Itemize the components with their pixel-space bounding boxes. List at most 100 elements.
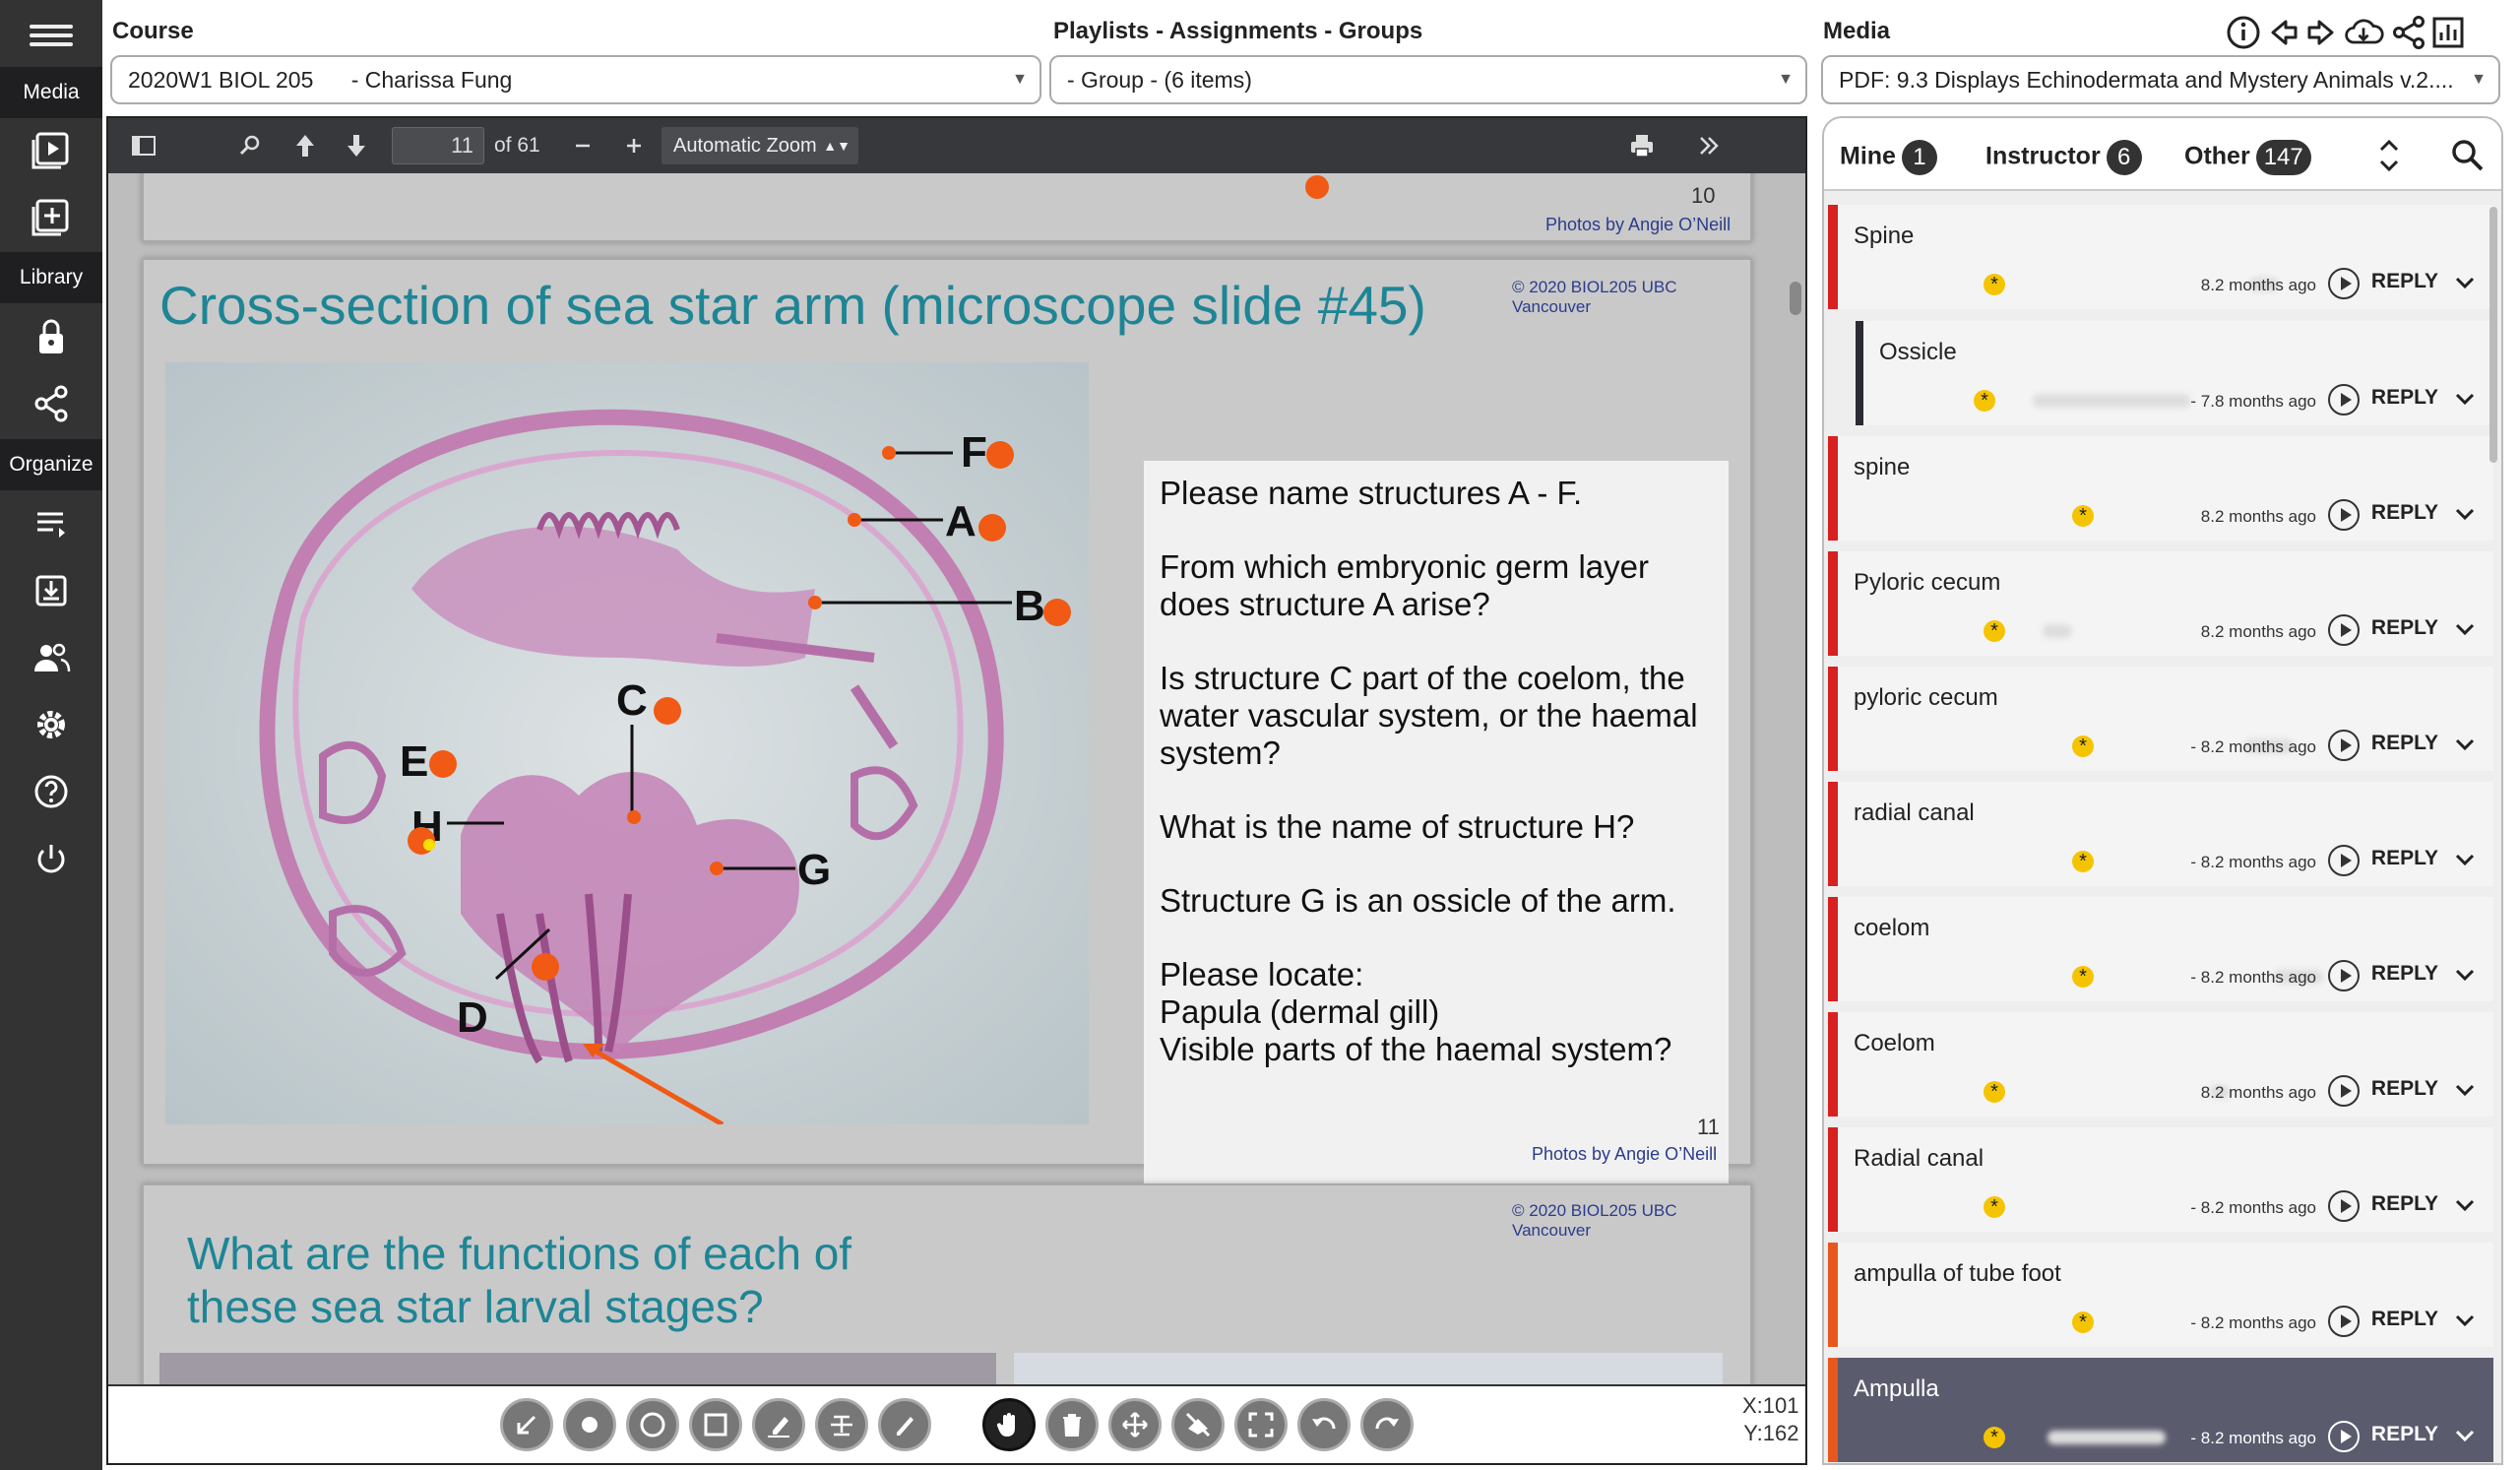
list-icon[interactable] [30, 502, 73, 545]
next-page-icon[interactable] [341, 130, 372, 161]
arrow-tool-icon[interactable] [500, 1398, 553, 1451]
comment-scrollbar[interactable] [2489, 207, 2497, 463]
play-comment-icon[interactable] [2328, 845, 2360, 876]
reply-button[interactable]: REPLY [2370, 1077, 2438, 1100]
media-play-icon[interactable] [30, 128, 73, 171]
previous-page-icon[interactable] [289, 130, 321, 161]
arrow-left-icon[interactable] [2262, 12, 2303, 53]
redo-icon[interactable] [1360, 1398, 1414, 1451]
chevron-down-icon[interactable] [2454, 1194, 2476, 1216]
arrow-right-icon[interactable] [2301, 12, 2343, 53]
zoom-in-icon[interactable] [618, 130, 650, 161]
play-comment-icon[interactable] [2328, 268, 2360, 299]
group-select[interactable]: - Group - (6 items)▼ [1049, 55, 1807, 104]
circle-tool-icon[interactable] [626, 1398, 679, 1451]
chevron-down-icon[interactable] [2454, 503, 2476, 525]
search-icon[interactable] [234, 130, 266, 161]
sidebar-toggle-icon[interactable] [128, 130, 159, 161]
reply-button[interactable]: REPLY [2370, 847, 2438, 869]
page-number-input[interactable]: 11 [392, 127, 484, 164]
play-comment-icon[interactable] [2328, 1075, 2360, 1107]
zoom-select[interactable]: Automatic Zoom▲▼ [662, 127, 858, 164]
hide-annotations-icon[interactable] [1171, 1398, 1225, 1451]
share-icon[interactable] [30, 382, 73, 425]
chevron-down-icon[interactable] [2454, 1079, 2476, 1101]
play-comment-icon[interactable] [2328, 384, 2360, 415]
chevron-down-icon[interactable] [2454, 388, 2476, 410]
reply-button[interactable]: REPLY [2370, 616, 2438, 639]
analytics-icon[interactable] [2427, 12, 2469, 53]
search-icon[interactable] [2450, 138, 2486, 173]
play-comment-icon[interactable] [2328, 614, 2360, 646]
power-icon[interactable] [30, 837, 73, 880]
strikethrough-tool-icon[interactable] [815, 1398, 868, 1451]
blurred-author [2048, 1431, 2166, 1444]
print-icon[interactable] [1626, 130, 1658, 161]
reply-button[interactable]: REPLY [2370, 732, 2438, 754]
play-comment-icon[interactable] [2328, 499, 2360, 531]
scrollbar[interactable] [1790, 282, 1801, 315]
info-icon[interactable] [2223, 12, 2264, 53]
hand-tool-icon[interactable] [982, 1398, 1036, 1451]
chevron-down-icon[interactable] [2454, 964, 2476, 986]
chevron-down-icon[interactable] [2454, 272, 2476, 293]
chevron-down-icon[interactable] [2454, 1310, 2476, 1331]
reply-button[interactable]: REPLY [2370, 270, 2438, 292]
chevron-down-icon[interactable] [2454, 734, 2476, 755]
chevron-down-icon[interactable] [2454, 849, 2476, 870]
zoom-out-icon[interactable] [567, 130, 598, 161]
reply-button[interactable]: REPLY [2370, 501, 2438, 524]
play-comment-icon[interactable] [2328, 1421, 2360, 1452]
play-comment-icon[interactable] [2328, 960, 2360, 991]
help-icon[interactable] [30, 770, 73, 813]
undo-icon[interactable] [1297, 1398, 1351, 1451]
download-icon[interactable] [30, 569, 73, 612]
annotation-marker[interactable] [1305, 175, 1329, 199]
chevron-down-icon[interactable] [2454, 1425, 2476, 1446]
users-icon[interactable] [30, 636, 73, 679]
menu-icon[interactable] [30, 20, 73, 53]
lock-icon[interactable] [30, 315, 73, 358]
move-icon[interactable] [1108, 1398, 1162, 1451]
cursor-coordinates: X:101 Y:162 [1742, 1392, 1799, 1447]
more-tools-icon[interactable] [1693, 130, 1725, 161]
play-comment-icon[interactable] [2328, 1190, 2360, 1222]
pdf-toolbar: 11 of 61 Automatic Zoom▲▼ [108, 118, 1805, 173]
sort-toggle-icon[interactable] [2375, 136, 2403, 175]
share-icon[interactable] [2388, 12, 2429, 53]
course-select[interactable]: 2020W1 BIOL 205 - Charissa Fung▼ [110, 55, 1041, 104]
media-select[interactable]: PDF: 9.3 Displays Echinodermata and Myst… [1821, 55, 2500, 104]
rectangle-tool-icon[interactable] [689, 1398, 742, 1451]
play-comment-icon[interactable] [2328, 730, 2360, 761]
play-comment-icon[interactable] [2328, 1306, 2360, 1337]
reply-button[interactable]: REPLY [2370, 386, 2438, 409]
chevron-down-icon[interactable] [2454, 618, 2476, 640]
fullscreen-icon[interactable] [1234, 1398, 1288, 1451]
cloud-download-icon[interactable] [2343, 12, 2388, 53]
delete-icon[interactable] [1045, 1398, 1099, 1451]
reply-button[interactable]: REPLY [2370, 1192, 2438, 1215]
settings-icon[interactable] [30, 703, 73, 746]
comment-title: radial canal [1854, 799, 1975, 826]
dot-tool-icon[interactable] [563, 1398, 616, 1451]
reply-button[interactable]: REPLY [2370, 1423, 2438, 1445]
add-media-icon[interactable] [30, 195, 73, 238]
pen-tool-icon[interactable] [878, 1398, 931, 1451]
reply-button[interactable]: REPLY [2370, 962, 2438, 985]
reply-button[interactable]: REPLY [2370, 1308, 2438, 1330]
highlight-tool-icon[interactable] [752, 1398, 805, 1451]
